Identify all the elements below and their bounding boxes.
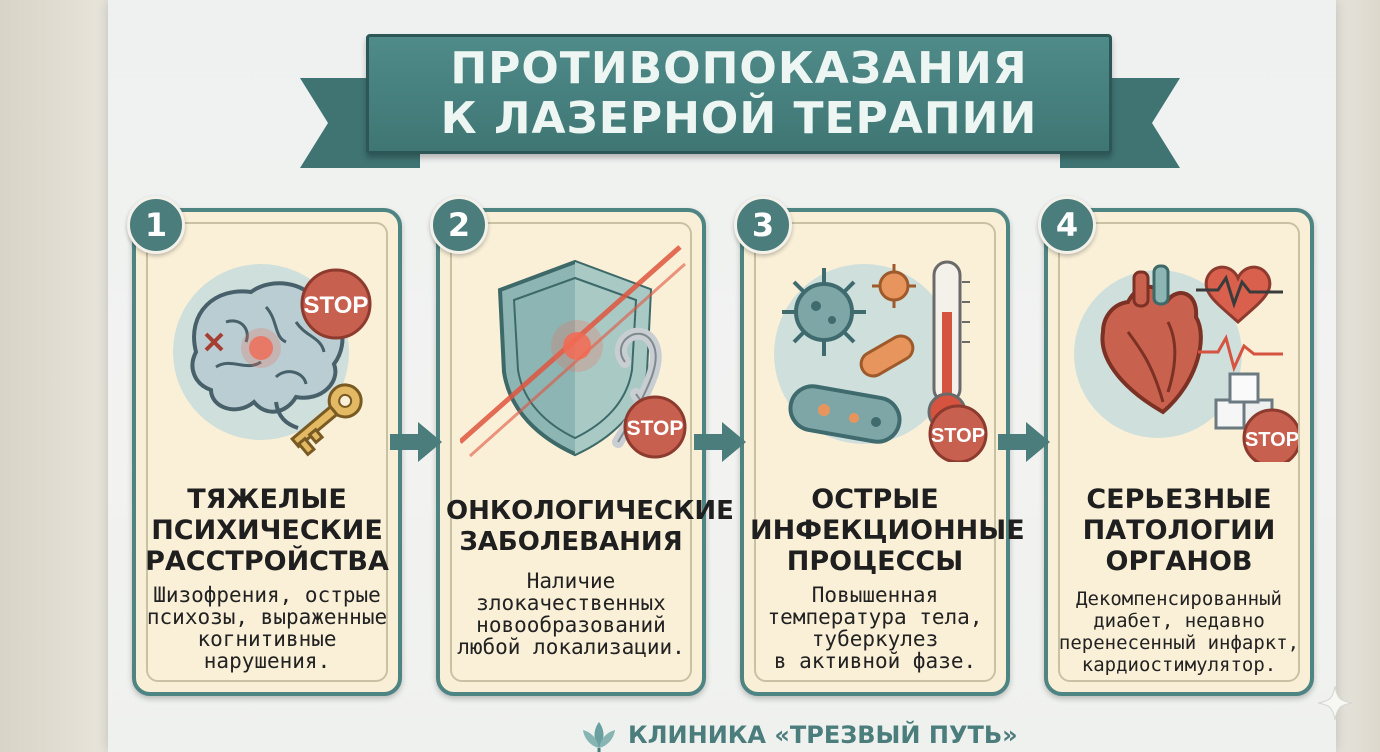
card-title-line: ИНФЕКЦИОННЫЕ xyxy=(750,515,1025,546)
stop-sign-label: STOP xyxy=(1245,429,1298,451)
card-2-title: ОНКОЛОГИЧЕСКИЕ ЗАБОЛЕВАНИЯ xyxy=(446,496,734,558)
virus-icon xyxy=(872,264,916,308)
card-title-line: ПАТОЛОГИИ xyxy=(1082,515,1276,546)
stop-sign-icon: STOP xyxy=(928,404,988,462)
card-2-description: Наличие злокачественных новообразований … xyxy=(446,570,696,658)
card-4-description: Декомпенсированный диабет, недавно перен… xyxy=(1054,588,1304,676)
card-desc-line: температура тела, xyxy=(767,605,983,629)
card-title-line: СЕРЬЕЗНЫЕ xyxy=(1086,484,1272,515)
card-mental-disorders: STOP ТЯЖЕЛЫЕ ПСИХИЧЕСКИЕ РАССТРОЙСТВА Ши… xyxy=(132,208,402,696)
card-3-number-badge: 3 xyxy=(734,196,792,254)
arrow-right-icon xyxy=(998,422,1050,462)
stop-sign-label: STOP xyxy=(627,417,684,440)
card-desc-line: диабет, недавно xyxy=(1093,610,1265,632)
card-3-title: ОСТРЫЕ ИНФЕКЦИОННЫЕ ПРОЦЕССЫ xyxy=(750,484,1025,577)
card-infections: STOP ОСТРЫЕ ИНФЕКЦИОННЫЕ ПРОЦЕССЫ Повыше… xyxy=(740,208,1025,696)
card-title-line: ПРОЦЕССЫ xyxy=(786,546,964,577)
card-desc-line: Наличие xyxy=(526,569,616,593)
lotus-logo-icon xyxy=(583,722,615,752)
arrow-right-icon xyxy=(694,422,746,462)
card-desc-line: любой локализации. xyxy=(457,635,685,659)
card-1-number-badge: 1 xyxy=(127,196,185,254)
card-desc-line: Шизофрения, острые xyxy=(153,583,381,607)
card-title-line: ОНКОЛОГИЧЕСКИЕ xyxy=(446,496,734,526)
heart-organ-icon xyxy=(1100,264,1203,415)
clinic-name: КЛИНИКА «ТРЕЗВЫЙ ПУТЬ» xyxy=(628,721,1018,749)
card-4-number-badge: 4 xyxy=(1038,196,1096,254)
card-title-line: ПСИХИЧЕСКИЕ xyxy=(151,515,383,546)
title-banner: ПРОТИВОПОКАЗАНИЯ К ЛАЗЕРНОЙ ТЕРАПИИ xyxy=(366,34,1112,154)
virus-icon xyxy=(782,268,866,356)
stop-sign-icon: STOP xyxy=(623,395,687,459)
stop-sign-icon: STOP xyxy=(1242,408,1298,462)
card-title-line: ОРГАНОВ xyxy=(1105,546,1253,577)
card-desc-line: когнитивные xyxy=(197,627,337,651)
card-organ-pathologies: STOP СЕРЬЕЗНЫЕ ПАТОЛОГИИ ОРГАНОВ Декомпе… xyxy=(1044,208,1314,696)
card-3-description: Повышенная температура тела, туберкулез … xyxy=(750,584,1000,672)
card-desc-line: злокачественных xyxy=(476,591,666,615)
card-title-line: ТЯЖЕЛЫЕ xyxy=(187,484,347,515)
key-icon xyxy=(290,383,363,457)
stop-sign-label: STOP xyxy=(931,425,985,447)
stop-sign-icon: STOP xyxy=(300,268,372,340)
card-desc-line: Повышенная xyxy=(811,583,939,607)
arrow-right-icon xyxy=(390,422,442,462)
card-2-illustration: STOP xyxy=(460,245,687,459)
card-desc-line: туберкулез xyxy=(811,627,939,651)
card-desc-line: Декомпенсированный xyxy=(1076,588,1282,610)
card-desc-line: в активной фазе. xyxy=(773,649,977,673)
laser-beam-icon xyxy=(460,245,686,458)
sparkle-icon xyxy=(1318,686,1352,720)
card-desc-line: психозы, выраженные xyxy=(146,605,388,629)
card-3-illustration: STOP xyxy=(774,260,988,462)
heart-pulse-icon xyxy=(1196,265,1283,373)
thermometer-icon xyxy=(927,260,970,432)
card-4-illustration: STOP xyxy=(1074,264,1298,462)
card-1-description: Шизофрения, острые психозы, выраженные к… xyxy=(142,584,392,672)
card-title-line: ЗАБОЛЕВАНИЯ xyxy=(459,527,683,557)
footer-clinic-logo: КЛИНИКА «ТРЕЗВЫЙ ПУТЬ» xyxy=(580,718,1018,752)
card-desc-line: перенесенный инфаркт, xyxy=(1058,632,1300,654)
card-1-illustration: STOP xyxy=(173,264,372,457)
bacteria-icon xyxy=(788,334,915,444)
card-1-title: ТЯЖЕЛЫЕ ПСИХИЧЕСКИЕ РАССТРОЙСТВА xyxy=(142,484,392,577)
card-oncology: STOP ОНКОЛОГИЧЕСКИЕ ЗАБОЛЕВАНИЯ Наличие … xyxy=(436,208,734,696)
card-desc-line: кардиостимулятор. xyxy=(1081,654,1277,676)
card-desc-line: нарушения. xyxy=(203,649,331,673)
card-2-number-badge: 2 xyxy=(430,196,488,254)
card-4-title: СЕРЬЕЗНЫЕ ПАТОЛОГИИ ОРГАНОВ xyxy=(1054,484,1304,577)
stop-sign-label: STOP xyxy=(304,292,369,319)
card-title-line: ОСТРЫЕ xyxy=(811,484,939,515)
banner-title-line-1: ПРОТИВОПОКАЗАНИЯ xyxy=(450,43,1028,94)
card-title-line: РАССТРОЙСТВА xyxy=(145,546,389,577)
card-desc-line: новообразований xyxy=(476,613,666,637)
banner-title-line-2: К ЛАЗЕРНОЙ ТЕРАПИИ xyxy=(440,93,1038,144)
